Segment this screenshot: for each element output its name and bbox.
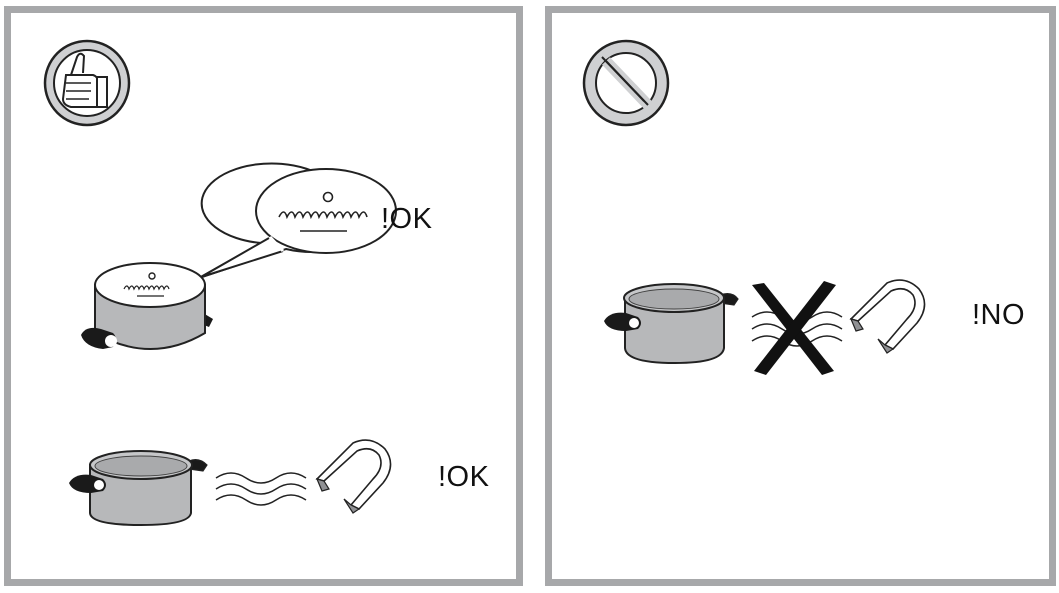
ok-label-top: !OK xyxy=(381,203,432,236)
no-panel: !NO xyxy=(545,6,1056,586)
no-label: !NO xyxy=(972,299,1025,332)
pot-magnet-no xyxy=(604,280,925,375)
speech-bubble xyxy=(199,163,396,278)
ok-label-bottom: !OK xyxy=(438,461,489,494)
ok-panel-illustration xyxy=(11,13,530,593)
pot-magnet-ok xyxy=(69,440,391,525)
covered-pot xyxy=(81,263,213,349)
ok-panel: !OK !OK xyxy=(4,6,523,586)
cross-mark-icon xyxy=(752,281,836,375)
prohibited-icon xyxy=(584,41,668,125)
thumbs-up-icon xyxy=(45,41,129,125)
